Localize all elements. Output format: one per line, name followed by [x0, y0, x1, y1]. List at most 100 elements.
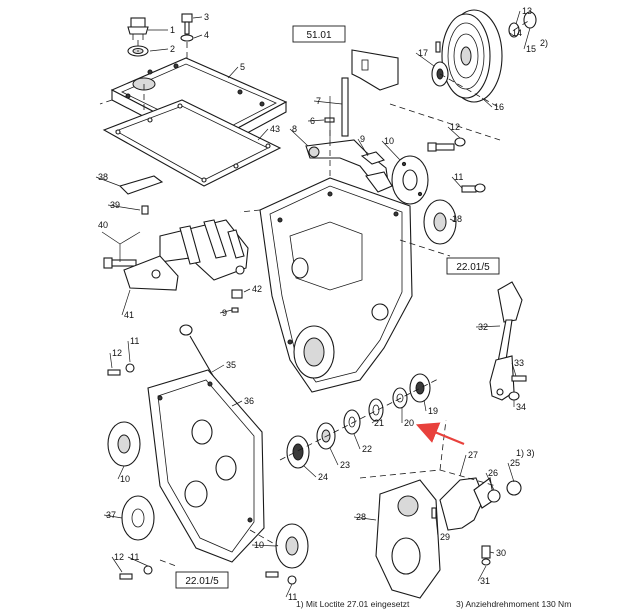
leader-line — [477, 565, 487, 582]
leader-line — [451, 176, 463, 189]
leader-line — [107, 204, 141, 211]
callout-number: 19 — [428, 406, 438, 416]
shift-fork-part — [439, 477, 485, 531]
leader-line — [211, 364, 225, 373]
callout-number: 17 — [418, 48, 428, 58]
callout-number: 11 — [454, 172, 463, 182]
washer-part — [143, 565, 153, 575]
callout-number: 18 — [452, 214, 462, 224]
ref-top-label: 51.01 — [306, 30, 331, 41]
callout-number: 16 — [494, 102, 504, 112]
callout-number: 21 — [374, 418, 384, 428]
leader-line — [111, 556, 123, 573]
shim-part — [392, 387, 408, 409]
screw-part — [141, 205, 149, 215]
bolt-part — [181, 13, 193, 35]
washer-part — [487, 489, 501, 503]
ref-bottom-label: 22.01/5 — [185, 576, 219, 587]
highlight-arrow — [415, 422, 465, 446]
callout-number: 42 — [252, 284, 262, 294]
washer-part — [481, 558, 491, 566]
callout-number: 22 — [362, 444, 372, 454]
leader-line — [117, 465, 125, 480]
shift-linkage — [305, 49, 486, 245]
pin-part — [431, 507, 437, 519]
nut-part — [508, 391, 520, 401]
callout-number: 40 — [98, 220, 108, 230]
callout-number: 11 — [288, 592, 297, 602]
callout-number: 6 — [310, 116, 315, 126]
callout-number: 20 — [404, 418, 414, 428]
leader-line — [459, 454, 467, 477]
washer-part — [180, 34, 194, 42]
callout-number: 7 — [316, 96, 321, 106]
callout-number: 2 — [170, 44, 175, 54]
leader-line — [357, 138, 369, 157]
callout-number: 12 — [450, 122, 460, 132]
leader-line — [149, 48, 169, 52]
leader-line — [447, 126, 461, 139]
callout-number: 39 — [110, 200, 120, 210]
bolt-part — [103, 257, 137, 269]
cover-assembly — [102, 13, 288, 187]
assembly-lines — [99, 96, 501, 567]
callout-number: 26 — [488, 468, 498, 478]
leader-line — [353, 433, 361, 450]
bolt-part — [511, 375, 527, 382]
bearing-stack — [279, 373, 441, 469]
ring-part — [368, 398, 384, 422]
bolt-part — [119, 573, 133, 580]
leader-line — [509, 32, 515, 37]
pin-part — [231, 289, 243, 299]
leader-line — [511, 362, 517, 377]
bracket-part — [351, 49, 399, 91]
callout-number: 14 — [512, 28, 522, 38]
leader-line — [481, 97, 493, 108]
callout-number: 4 — [204, 30, 209, 40]
leader-line — [515, 10, 521, 25]
footnote-torque: 3) Anziehdrehmoment 130 Nm — [456, 599, 572, 609]
leader-line — [257, 128, 269, 141]
cover-flange-part — [121, 495, 155, 541]
callout-labels: 1234567899101010111111111212121314151617… — [95, 6, 548, 602]
callout-number: 43 — [270, 124, 280, 134]
washer-part — [287, 575, 297, 585]
leader-line — [485, 472, 495, 491]
callout-number: 31 — [480, 576, 490, 586]
leader-line — [121, 289, 131, 316]
leader-line — [109, 352, 113, 369]
footnote-loctite: 1) Mit Loctite 27.01 eingesetzt — [296, 599, 410, 609]
nut-part — [506, 480, 522, 496]
leader-line — [219, 309, 233, 314]
ref-box-top: 51.01 — [292, 25, 346, 43]
callout-number: 29 — [440, 532, 450, 542]
leader-line — [415, 52, 435, 67]
callout-number: 24 — [318, 472, 328, 482]
bearing-cover-part — [423, 199, 457, 245]
side-housing-part — [107, 369, 309, 585]
callout-number: 9 — [222, 308, 227, 318]
leader-line — [243, 288, 251, 293]
leader-line — [303, 465, 317, 478]
callout-number: 3 — [204, 12, 209, 22]
callout-number: 27 — [468, 450, 478, 460]
bolt-part — [481, 545, 491, 559]
leader-line — [313, 100, 343, 105]
callout-number: 13 — [522, 6, 532, 16]
leader-line — [489, 551, 495, 554]
callout-number: 15 — [526, 44, 536, 54]
dipstick-part — [179, 324, 193, 336]
gearbox-housing-part — [259, 130, 413, 393]
callout-number: 10 — [384, 136, 394, 146]
left-small-parts — [103, 175, 249, 313]
leader-line — [251, 544, 277, 547]
fork-assembly — [359, 469, 522, 599]
callout-number: 23 — [340, 460, 350, 470]
ref-box-right: 22.01/5 — [446, 257, 500, 275]
leader-line — [423, 399, 427, 412]
leader-line — [192, 16, 203, 19]
leader-line — [193, 34, 203, 39]
leader-line — [127, 556, 149, 567]
leader-line — [307, 119, 325, 122]
